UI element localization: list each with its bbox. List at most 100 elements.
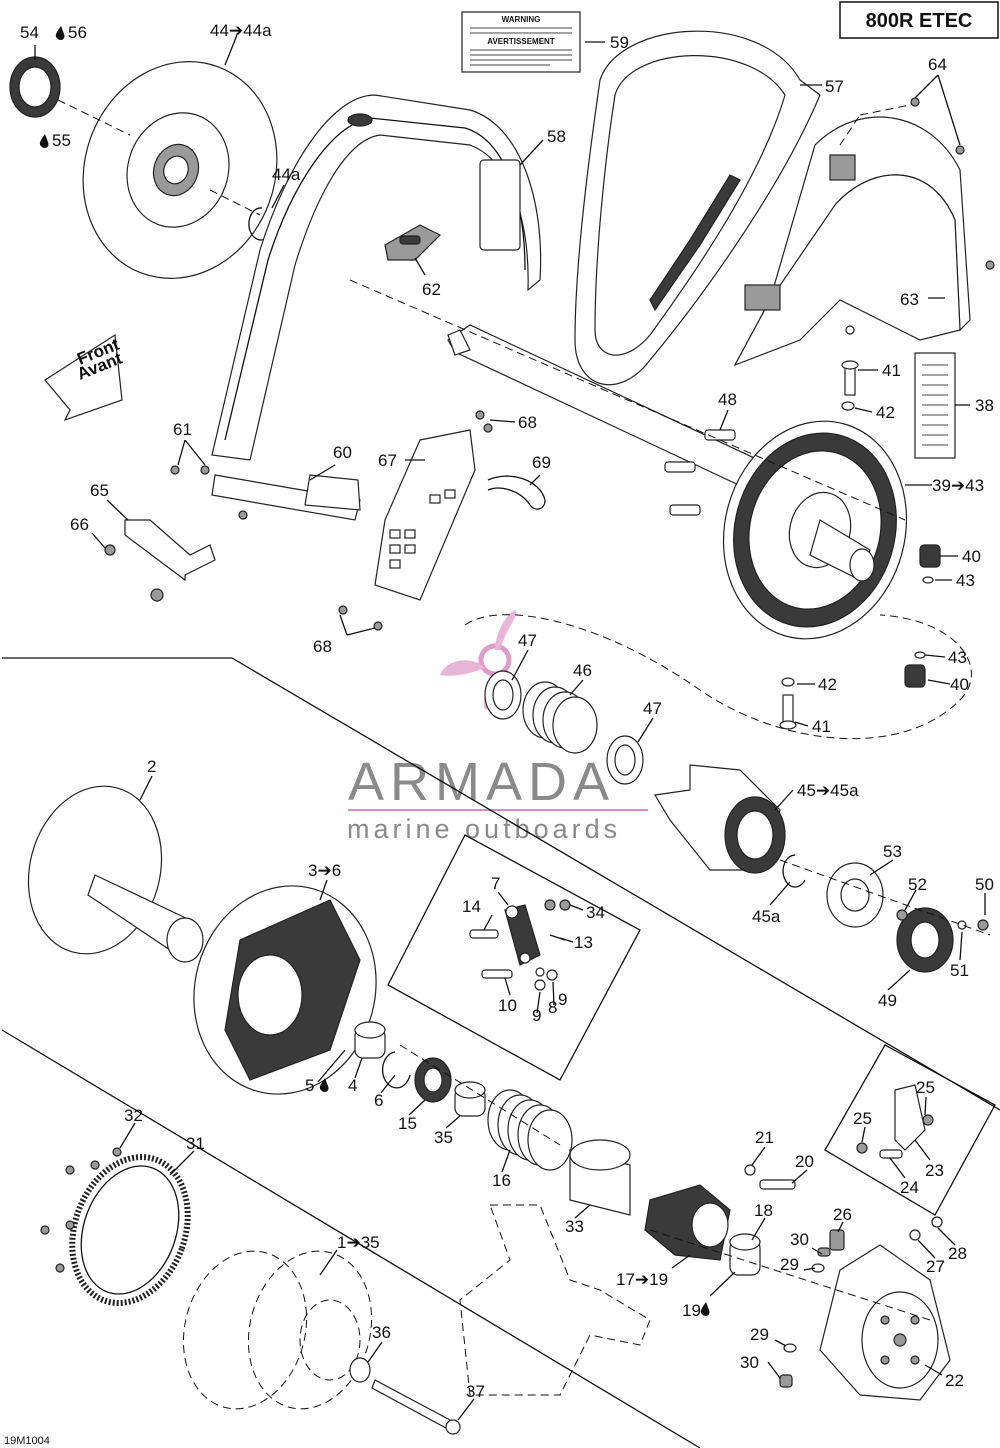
washer-27 [909, 1229, 921, 1241]
callout: 59 [610, 33, 629, 52]
group-loop-39 [464, 614, 972, 740]
slider-40-top [919, 544, 941, 568]
callout: 64 [928, 55, 947, 74]
washer-51 [957, 920, 967, 930]
bushing-4 [354, 1021, 386, 1059]
callout: 43 [948, 648, 967, 667]
callout: 40 [962, 547, 981, 566]
model-badge-frame [839, 1, 999, 39]
washer-42-bot [781, 677, 795, 687]
callout: 51 [950, 961, 969, 980]
callout: 67 [378, 451, 397, 470]
washer-15 [414, 1057, 452, 1103]
spring-16 [487, 1089, 573, 1171]
callout: 25 [916, 1078, 935, 1097]
callout: 27 [926, 1257, 945, 1276]
front-arrow: Front Avant [44, 333, 125, 422]
callout: 60 [333, 443, 352, 462]
callout: 49 [878, 991, 897, 1010]
callout: 48 [718, 390, 737, 409]
bracket-65 [104, 519, 216, 602]
washer-9b [535, 967, 545, 977]
callout: 35 [434, 1128, 453, 1147]
screws-32 [40, 1147, 122, 1273]
screw-25b [856, 1142, 868, 1154]
callout: 15 [398, 1114, 417, 1133]
callout: 8 [548, 998, 557, 1017]
bolt-37 [371, 1379, 461, 1435]
callout: 69 [532, 453, 551, 472]
callout: 54 [20, 23, 39, 42]
warning-label-59: WARNING AVERTISSEMENT [461, 11, 581, 73]
model-badge: 800R ETEC [866, 10, 973, 32]
nut-34b [559, 899, 571, 911]
callout: 36 [372, 1323, 391, 1342]
callout: 21 [755, 1128, 774, 1147]
callout: 29 [750, 1325, 769, 1344]
washer-21 [744, 1164, 756, 1176]
callout: 45➔45a [797, 781, 859, 800]
callout: 41 [882, 361, 901, 380]
screw-26 [829, 1229, 845, 1251]
callout: 6 [374, 1091, 383, 1110]
callout: 65 [90, 481, 109, 500]
nut-52 [896, 909, 908, 921]
nut-61a [170, 465, 180, 475]
callout: 57 [825, 77, 844, 96]
circlip-45a [782, 854, 806, 888]
screw-68a [475, 410, 485, 420]
drive-pulley-1 [182, 1250, 373, 1410]
callout: 24 [900, 1178, 919, 1197]
label-38 [914, 352, 956, 459]
callout: 52 [908, 875, 927, 894]
callout: 56 [68, 23, 87, 42]
pin-14 [469, 929, 499, 939]
washer-42-top [841, 401, 855, 411]
svg-text:AVERTISSEMENT: AVERTISSEMENT [487, 37, 555, 46]
callout: 47 [643, 699, 662, 718]
callout: 22 [945, 1371, 964, 1390]
lever-box [387, 834, 641, 1081]
sleeve-33 [569, 1139, 631, 1216]
callout: 34 [586, 903, 605, 922]
movable-sheave-3 [193, 885, 377, 1095]
oil-drop-icon [55, 26, 65, 41]
engine-mount-ghost [459, 1204, 651, 1396]
callout: 10 [498, 996, 517, 1015]
callout: 5 [305, 1076, 314, 1095]
lever-7 [504, 904, 541, 966]
screw-25a [922, 1114, 934, 1126]
nut-60 [238, 510, 248, 520]
callout: 39➔43 [932, 476, 984, 495]
callout: 4 [348, 1076, 357, 1095]
callout: 38 [975, 396, 994, 415]
callout: 50 [975, 875, 994, 894]
governor-cup-22 [819, 1244, 951, 1401]
screw-68c [338, 605, 348, 615]
callout: 32 [124, 1106, 143, 1125]
bushing-35 [454, 1081, 486, 1117]
ring-gear-31 [69, 1154, 191, 1306]
screw-68d [373, 621, 383, 631]
pin-30b [779, 1374, 793, 1388]
nut-34a [544, 899, 556, 911]
callout: 42 [818, 675, 837, 694]
clip-69 [487, 475, 546, 510]
callout: 16 [492, 1171, 511, 1190]
callout: 46 [573, 661, 592, 680]
callout: 14 [462, 897, 481, 916]
callout: 53 [883, 842, 902, 861]
drive-belt-57 [574, 30, 821, 386]
slider-40-bot [904, 664, 926, 688]
callout: 19 [682, 1301, 701, 1320]
oil-drop-icon [39, 134, 49, 149]
callout: 68 [518, 413, 537, 432]
callout: 18 [754, 1201, 773, 1220]
bushing-18 [729, 1233, 761, 1276]
callout: 40 [950, 675, 969, 694]
callout: 58 [547, 127, 566, 146]
callout: 43 [956, 571, 975, 590]
bearing-54 [9, 56, 61, 118]
callout: 41 [812, 717, 831, 736]
callout: 47 [518, 631, 537, 650]
